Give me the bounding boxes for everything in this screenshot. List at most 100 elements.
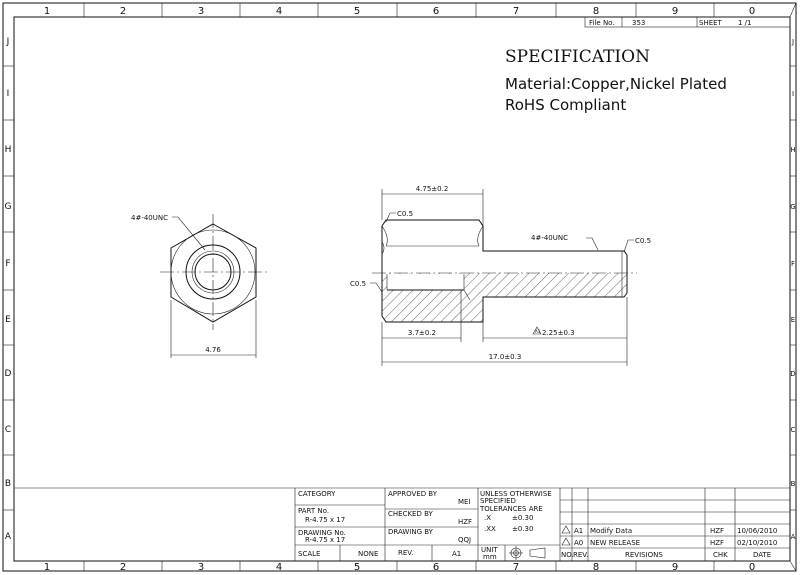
drawing-text: 3 bbox=[198, 6, 204, 17]
drawing-text: F bbox=[791, 260, 795, 268]
revision-a0-triangle-icon bbox=[561, 537, 571, 546]
drawing-text: E bbox=[5, 315, 11, 325]
thread-length-dim: 2.25±0.3 bbox=[542, 329, 575, 337]
drawing-text: 4 bbox=[276, 6, 282, 17]
drawing-text: E bbox=[791, 316, 795, 324]
drawing-text: A1 bbox=[574, 527, 583, 535]
drawing-text: A0 bbox=[574, 539, 583, 547]
drawing-text: 6 bbox=[433, 6, 439, 17]
drawing-text: 7 bbox=[513, 6, 519, 17]
row-labels-right: JI HG FE DC BA bbox=[790, 38, 795, 541]
drawing-text: 02/10/2010 bbox=[737, 539, 777, 547]
scale-value: NONE bbox=[358, 550, 378, 558]
drawing-text: B bbox=[5, 479, 11, 489]
projection-symbol-icon bbox=[509, 546, 546, 560]
drawing-text: .XX bbox=[484, 525, 496, 533]
rev-value: A1 bbox=[452, 550, 461, 558]
drawing-text: 1 bbox=[44, 6, 50, 17]
drawing-text: ±0.30 bbox=[512, 514, 533, 522]
drawing-text: 5 bbox=[354, 6, 360, 17]
spec-material: Material:Copper,Nickel Plated bbox=[505, 75, 727, 93]
drawing-text: HZF bbox=[710, 539, 724, 547]
checked-label: CHECKED BY bbox=[388, 510, 434, 518]
drawn-value: QQJ bbox=[458, 536, 471, 544]
drawn-label: DRAWING BY bbox=[388, 528, 434, 536]
drawing-text: NEW RELEASE bbox=[590, 539, 640, 547]
unit-label: UNIT bbox=[481, 546, 498, 554]
drawing-text: I bbox=[792, 90, 794, 98]
ruler-ticks bbox=[3, 3, 796, 571]
drawing-text: D bbox=[5, 369, 12, 379]
drawing-text: C bbox=[5, 425, 11, 435]
revision-a1-triangle-icon bbox=[561, 525, 571, 534]
drawing-text: 1 bbox=[44, 562, 50, 573]
drawing-text: Modify Data bbox=[590, 527, 632, 535]
drawing-text: A bbox=[791, 533, 796, 541]
side-thread-callout: 4#-40UNC bbox=[531, 234, 568, 242]
drawing-text: I bbox=[7, 89, 10, 99]
drawing-text: SPECIFIED bbox=[480, 497, 516, 505]
drawing-text: 3 bbox=[198, 562, 204, 573]
approved-label: APPROVED BY bbox=[388, 490, 438, 498]
column-labels-bottom: 1 2 3 4 5 6 7 8 9 0 bbox=[44, 562, 755, 573]
drawing-text: HZF bbox=[710, 527, 724, 535]
drawing-text: REV. bbox=[573, 551, 588, 559]
drawing-text: 10/06/2010 bbox=[737, 527, 777, 535]
bore-depth-dim: 3.7±0.2 bbox=[408, 329, 436, 337]
part-outline bbox=[381, 219, 628, 323]
scale-label: SCALE bbox=[298, 550, 320, 558]
title-block bbox=[14, 487, 790, 561]
chamfer-left: C0.5 bbox=[350, 280, 366, 288]
inner-frame bbox=[13, 16, 791, 562]
drawing-text: .X bbox=[484, 514, 491, 522]
drawing-text: 8 bbox=[593, 562, 599, 573]
spec-rohs: RoHS Compliant bbox=[505, 96, 626, 114]
row-labels-left: JI HG FE DC BA bbox=[5, 37, 12, 542]
drawing-text: B bbox=[791, 480, 796, 488]
sheet-value: 1 /1 bbox=[738, 19, 752, 27]
drawing-text: H bbox=[790, 146, 795, 154]
drawing-label: DRAWING No. bbox=[298, 529, 346, 537]
drawing-text: NO. bbox=[561, 551, 574, 559]
checked-value: HZF bbox=[458, 518, 472, 526]
drawing-text: 0 bbox=[749, 562, 755, 573]
drawing-text: 5 bbox=[354, 562, 360, 573]
drawing-text: G bbox=[5, 202, 12, 212]
drawing-text: F bbox=[5, 259, 10, 269]
unit-value: mm bbox=[483, 553, 497, 561]
width-dim: 4.76 bbox=[205, 346, 221, 354]
drawing-text: REVISIONS bbox=[625, 551, 663, 559]
revision-triangle-icon bbox=[532, 326, 542, 335]
drawing-text: A1 bbox=[535, 329, 541, 334]
drawing-text: 7 bbox=[513, 562, 519, 573]
leader-line bbox=[172, 216, 206, 251]
overall-length-dim: 17.0±0.3 bbox=[489, 353, 522, 361]
drawing-text: 0 bbox=[749, 6, 755, 17]
file-label: File No. bbox=[589, 19, 615, 27]
drawing-text: D bbox=[790, 370, 795, 378]
drawing-text: 6 bbox=[433, 562, 439, 573]
file-sheet-box: File No. 353 SHEET 1 /1 bbox=[584, 16, 791, 28]
approved-value: MEI bbox=[458, 498, 471, 506]
drawing-text: 2 bbox=[120, 6, 126, 17]
drawing-text: TOLERANCES ARE bbox=[479, 505, 543, 513]
front-view: 4#-40UNC 4.76 bbox=[131, 214, 268, 358]
drawing-text: J bbox=[791, 38, 794, 46]
drawing-text: 4 bbox=[276, 562, 282, 573]
drawing-text: ±0.30 bbox=[512, 525, 533, 533]
rev-label: REV. bbox=[398, 549, 413, 557]
part-label: PART No. bbox=[298, 507, 329, 515]
drawing-text: H bbox=[5, 145, 12, 155]
drawing-text: 2 bbox=[120, 562, 126, 573]
part-value: R-4.75 x 17 bbox=[305, 516, 345, 524]
hex-width-dim: 4.75±0.2 bbox=[416, 185, 449, 193]
drawing-text: DATE bbox=[753, 551, 771, 559]
sheet-label: SHEET bbox=[699, 19, 723, 27]
bore-cavity bbox=[387, 274, 464, 290]
front-thread-callout: 4#-40UNC bbox=[131, 214, 168, 222]
file-number: 353 bbox=[632, 19, 645, 27]
category-label: CATEGORY bbox=[298, 490, 336, 498]
drawing-text: 9 bbox=[672, 562, 678, 573]
